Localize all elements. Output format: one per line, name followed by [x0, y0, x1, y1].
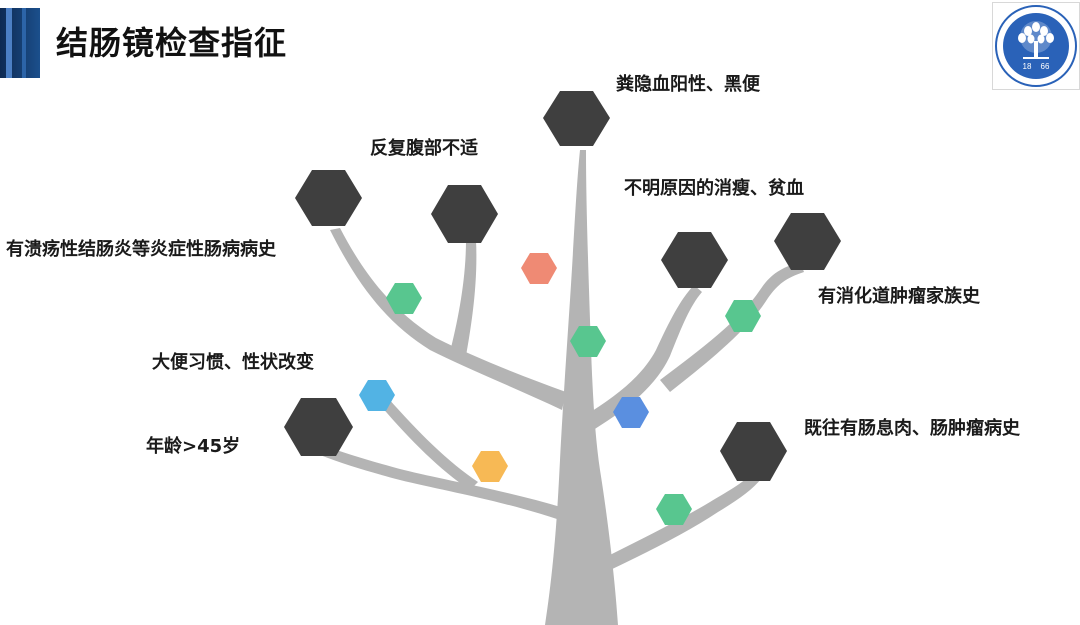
label-polyp-history: 既往有肠息肉、肠肿瘤病史: [804, 418, 1020, 439]
node-ulcerative-colitis: [295, 170, 362, 226]
small-hex-salmon: [521, 253, 557, 284]
branch-abdominal: [450, 240, 477, 356]
logo-year-left: 18: [1023, 62, 1032, 71]
hospital-logo: 18 66: [992, 2, 1080, 90]
branch-left-upper: [330, 228, 566, 410]
branch-stool: [380, 398, 478, 490]
logo-year-right: 66: [1041, 62, 1050, 71]
small-hex-sky: [359, 380, 395, 411]
label-family-history: 有消化道肿瘤家族史: [818, 286, 980, 307]
small-hex-blue: [613, 397, 649, 428]
small-hex-green-3: [725, 300, 761, 332]
branch-right-upper: [578, 285, 702, 432]
node-recurrent-abdominal: [431, 185, 498, 243]
node-polyp-history: [720, 422, 787, 481]
small-hex-orange: [472, 451, 508, 482]
node-fecal-occult-blood: [543, 91, 610, 146]
hospital-tree-logo-icon: 18 66: [995, 5, 1077, 87]
node-age: [284, 398, 353, 456]
label-recurrent-abdominal: 反复腹部不适: [370, 138, 478, 159]
branch-age: [320, 445, 564, 520]
label-fecal-occult-blood: 粪隐血阳性、黑便: [616, 74, 760, 95]
small-hex-green-1: [386, 283, 422, 314]
page-title: 结肠镜检查指征: [56, 24, 288, 62]
node-family-history: [774, 213, 841, 270]
label-ulcerative-colitis: 有溃疡性结肠炎等炎症性肠病病史: [6, 239, 276, 260]
label-unexplained-weight-loss: 不明原因的消瘦、贫血: [624, 178, 804, 199]
tree-trunk: [545, 150, 618, 625]
label-stool-habit-change: 大便习惯、性状改变: [152, 352, 314, 373]
label-age: 年龄>45岁: [146, 436, 241, 457]
small-hex-green-4: [656, 494, 692, 525]
small-hex-green-2: [570, 326, 606, 357]
title-accent-bar: [0, 8, 40, 78]
node-unexplained-weight-loss: [661, 232, 728, 288]
